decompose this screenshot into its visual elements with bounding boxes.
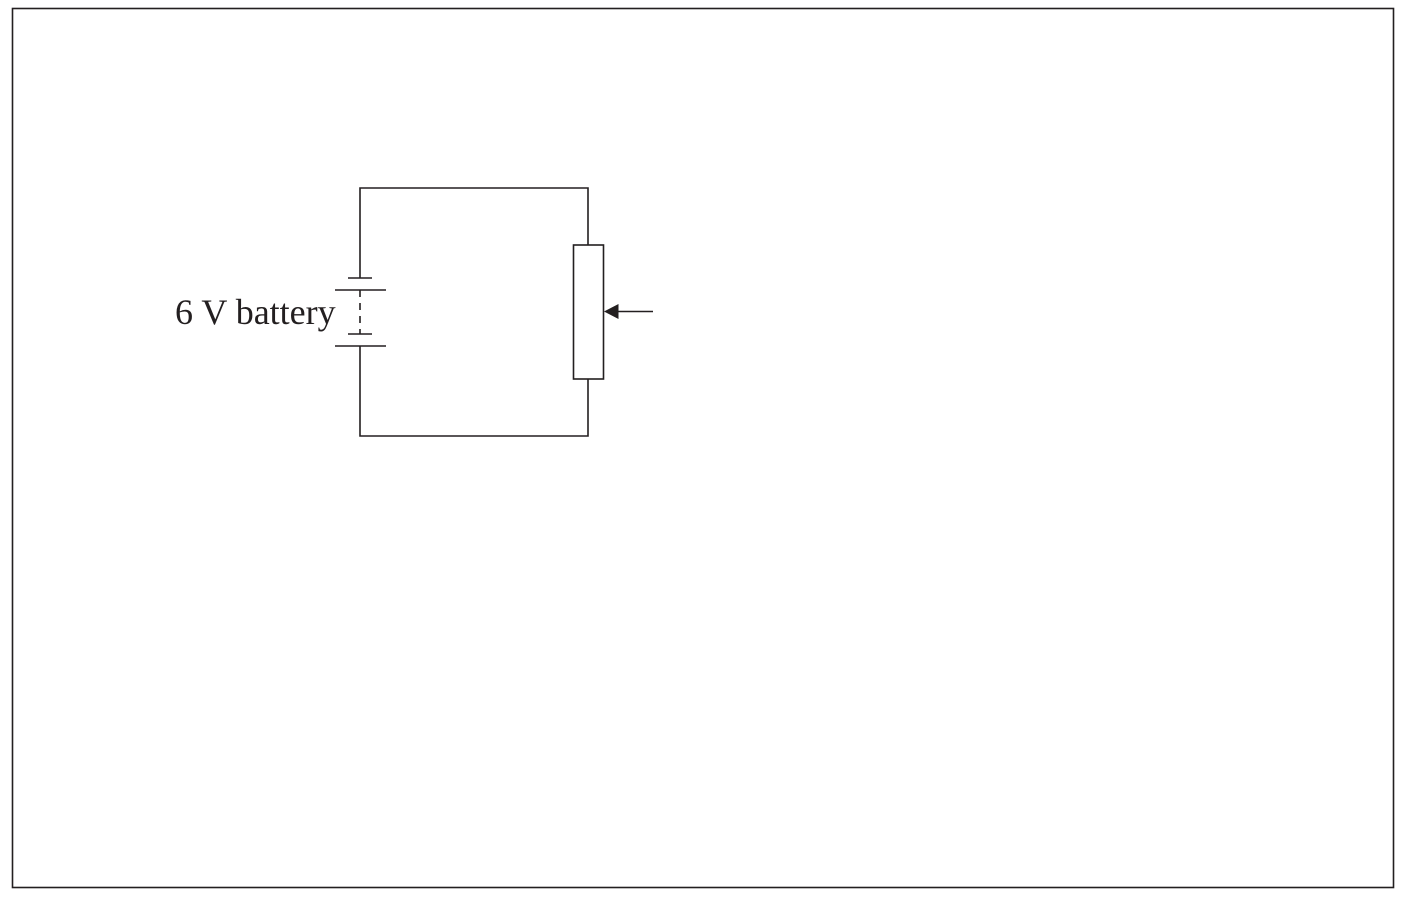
circuit-loop: [335, 187, 653, 437]
page-border: [11, 7, 1395, 889]
battery-label: 6 V battery: [175, 292, 336, 332]
battery-icon: [335, 277, 386, 347]
wiper-arrow-head: [604, 304, 619, 319]
wire-bottom: [359, 346, 589, 437]
rheostat-body: [572, 244, 605, 380]
wiper-arrow-icon: [604, 304, 653, 319]
wire-top: [359, 187, 589, 278]
